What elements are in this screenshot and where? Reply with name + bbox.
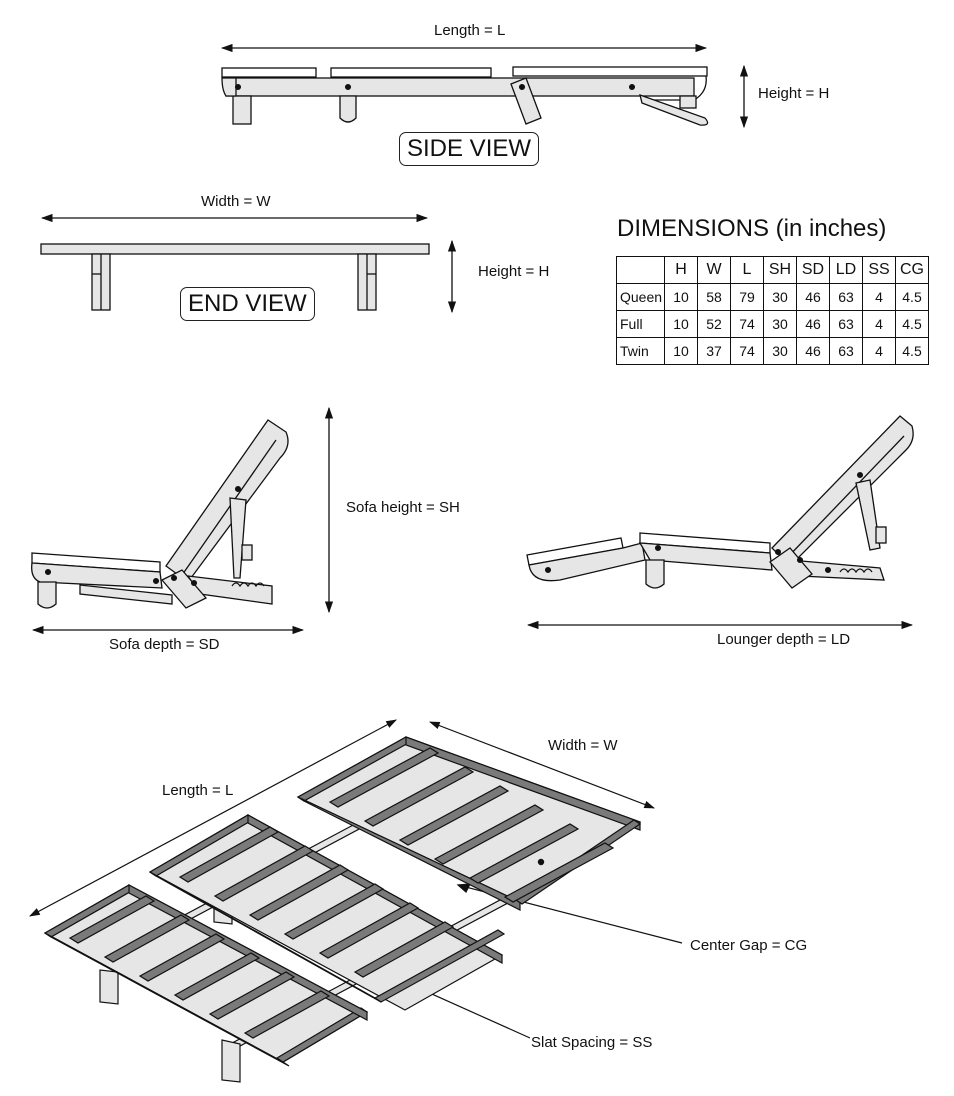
end-view-label: END VIEW (180, 287, 315, 321)
table-row: Twin 10 37 74 30 46 63 4 4.5 (616, 337, 929, 365)
end-width-label: Width = W (201, 193, 271, 210)
table-cell: 10 (664, 310, 698, 338)
dimensions-table: H W L SH SD LD SS CG Queen 10 58 79 30 4… (616, 256, 929, 365)
slat-spacing-label: Slat Spacing = SS (531, 1034, 653, 1051)
table-cell: 46 (796, 337, 830, 365)
table-row: Full 10 52 74 30 46 63 4 4.5 (616, 310, 929, 338)
table-cell: 10 (664, 283, 698, 311)
table-cell: 63 (829, 337, 863, 365)
sofa-depth-label: Sofa depth = SD (109, 636, 220, 653)
row-name: Full (616, 310, 665, 338)
iso-length-arrow (29, 719, 397, 917)
sofa-height-label: Sofa height = SH (346, 499, 460, 516)
table-cell: 30 (763, 337, 797, 365)
header-w: W (697, 256, 731, 284)
table-cell: 52 (697, 310, 731, 338)
center-gap-label: Center Gap = CG (690, 937, 808, 954)
table-cell: 58 (697, 283, 731, 311)
table-cell: 4 (862, 283, 896, 311)
end-view-drawing (40, 213, 457, 314)
table-cell: 4.5 (895, 310, 929, 338)
header-cg: CG (895, 256, 929, 284)
iso-width-label: Width = W (548, 737, 618, 754)
isometric-flat-drawing (29, 719, 683, 1083)
dimensions-title: DIMENSIONS (in inches) (617, 215, 887, 242)
table-cell: 4 (862, 310, 896, 338)
iso-length-label: Length = L (162, 782, 234, 799)
header-ld: LD (829, 256, 863, 284)
frame-section-1 (43, 883, 369, 1067)
header-h: H (664, 256, 698, 284)
table-cell: 4.5 (895, 337, 929, 365)
side-height-label: Height = H (758, 85, 830, 102)
frame-section-3 (296, 736, 642, 911)
table-cell: 46 (796, 283, 830, 311)
table-cell: 30 (763, 283, 797, 311)
sofa-position-drawing (31, 406, 334, 635)
table-cell: 79 (730, 283, 764, 311)
lounger-depth-label: Lounger depth = LD (717, 631, 851, 648)
table-cell: 37 (697, 337, 731, 365)
header-ss: SS (862, 256, 896, 284)
table-cell: 63 (829, 310, 863, 338)
table-cell: 10 (664, 337, 698, 365)
table-cell: 46 (796, 310, 830, 338)
side-view-drawing (220, 43, 749, 129)
table-cell: 30 (763, 310, 797, 338)
dimensions-header-row: H W L SH SD LD SS CG (616, 256, 929, 284)
lounger-position-drawing (526, 415, 914, 630)
header-sh: SH (763, 256, 797, 284)
row-name: Twin (616, 337, 665, 365)
table-cell: 74 (730, 337, 764, 365)
header-sd: SD (796, 256, 830, 284)
table-row: Queen 10 58 79 30 46 63 4 4.5 (616, 283, 929, 311)
table-cell: 63 (829, 283, 863, 311)
table-cell: 4.5 (895, 283, 929, 311)
row-name: Queen (616, 283, 665, 311)
side-view-label: SIDE VIEW (399, 132, 540, 166)
iso-width-arrow (428, 721, 656, 809)
table-cell: 4 (862, 337, 896, 365)
table-cell: 74 (730, 310, 764, 338)
header-l: L (730, 256, 764, 284)
frame-section-2 (148, 813, 506, 1011)
end-height-label: Height = H (478, 263, 550, 280)
side-length-label: Length = L (434, 22, 506, 39)
dimensions-corner-cell (616, 256, 665, 284)
